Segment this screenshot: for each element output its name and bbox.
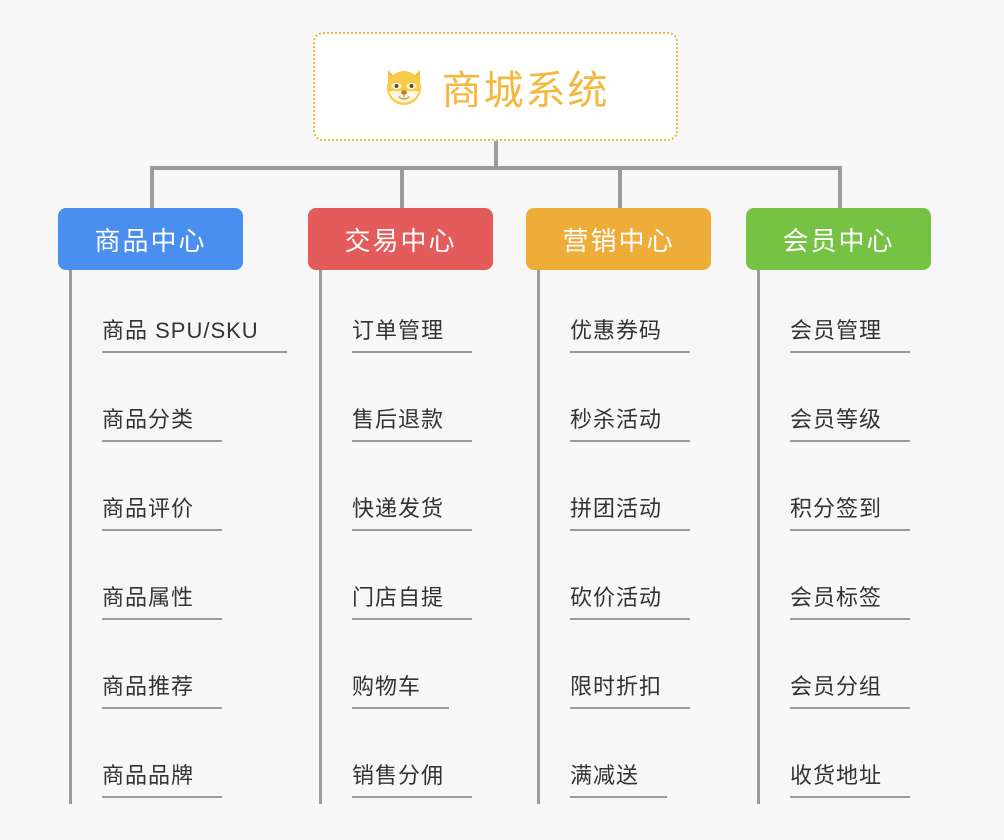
leaf-item[interactable]: 商品推荐: [72, 626, 278, 715]
column-trade-center: 交易中心 订单管理 售后退款 快递发货 门店自提 购物车 销售分佣: [308, 208, 528, 804]
leaf-item-label: 会员标签: [790, 585, 911, 620]
leaf-item-label: 秒杀活动: [570, 407, 691, 442]
category-label: 会员中心: [782, 225, 895, 256]
leaf-item[interactable]: 快递发货: [322, 448, 528, 537]
leaf-item[interactable]: 商品品牌: [72, 715, 278, 804]
leaf-list-product-center: 商品 SPU/SKU 商品分类 商品评价 商品属性 商品推荐 商品品牌: [69, 270, 287, 804]
leaf-item-label: 快递发货: [352, 496, 473, 531]
leaf-item[interactable]: 优惠券码: [540, 270, 746, 359]
connector-drop-3: [618, 166, 622, 208]
leaf-item-label: 商品推荐: [102, 674, 223, 709]
connector-drop-4: [838, 166, 842, 208]
leaf-item-label: 会员分组: [790, 674, 911, 709]
leaf-item[interactable]: 满减送: [540, 715, 746, 804]
leaf-list-trade-center: 订单管理 售后退款 快递发货 门店自提 购物车 销售分佣: [319, 270, 528, 804]
category-box-member-center[interactable]: 会员中心: [746, 208, 931, 270]
leaf-item-label: 会员等级: [790, 407, 911, 442]
category-label: 商品中心: [94, 225, 207, 256]
leaf-item[interactable]: 会员分组: [760, 626, 966, 715]
leaf-list-member-center: 会员管理 会员等级 积分签到 会员标签 会员分组 收货地址: [757, 270, 966, 804]
leaf-item-label: 满减送: [570, 763, 668, 798]
connector-root-stem: [494, 141, 498, 168]
leaf-item[interactable]: 售后退款: [322, 359, 528, 448]
leaf-item-label: 商品评价: [102, 496, 223, 531]
root-title: 商城系统: [441, 68, 610, 113]
leaf-item[interactable]: 商品评价: [72, 448, 278, 537]
column-product-center: 商品中心 商品 SPU/SKU 商品分类 商品评价 商品属性 商品推荐 商品品牌: [58, 208, 287, 804]
leaf-item-label: 砍价活动: [570, 585, 691, 620]
leaf-item-label: 购物车: [352, 674, 450, 709]
leaf-item[interactable]: 商品分类: [72, 359, 278, 448]
leaf-item-label: 会员管理: [790, 318, 911, 353]
leaf-item[interactable]: 砍价活动: [540, 537, 746, 626]
leaf-item-label: 商品分类: [102, 407, 223, 442]
leaf-item[interactable]: 门店自提: [322, 537, 528, 626]
leaf-item[interactable]: 销售分佣: [322, 715, 528, 804]
leaf-item-label: 限时折扣: [570, 674, 691, 709]
leaf-item[interactable]: 商品 SPU/SKU: [72, 270, 287, 359]
category-box-trade-center[interactable]: 交易中心: [308, 208, 493, 270]
connector-horizontal-bus: [150, 166, 842, 170]
category-box-product-center[interactable]: 商品中心: [58, 208, 243, 270]
leaf-item[interactable]: 秒杀活动: [540, 359, 746, 448]
connector-drop-1: [150, 166, 154, 208]
column-marketing-center: 营销中心 优惠券码 秒杀活动 拼团活动 砍价活动 限时折扣 满减送: [526, 208, 746, 804]
leaf-item[interactable]: 商品属性: [72, 537, 278, 626]
leaf-item[interactable]: 积分签到: [760, 448, 966, 537]
leaf-item-label: 订单管理: [352, 318, 473, 353]
leaf-item[interactable]: 收货地址: [760, 715, 966, 804]
leaf-item-label: 收货地址: [790, 763, 911, 798]
shiba-inu-icon: [382, 64, 428, 110]
category-label: 交易中心: [344, 225, 457, 256]
leaf-item-label: 优惠券码: [570, 318, 691, 353]
leaf-item-label: 商品品牌: [102, 763, 223, 798]
leaf-item[interactable]: 拼团活动: [540, 448, 746, 537]
connector-drop-2: [400, 166, 404, 208]
leaf-item-label: 销售分佣: [352, 763, 473, 798]
column-member-center: 会员中心 会员管理 会员等级 积分签到 会员标签 会员分组 收货地址: [746, 208, 966, 804]
leaf-item[interactable]: 会员等级: [760, 359, 966, 448]
leaf-item-label: 售后退款: [352, 407, 473, 442]
leaf-item[interactable]: 会员标签: [760, 537, 966, 626]
leaf-item[interactable]: 会员管理: [760, 270, 966, 359]
leaf-item-label: 门店自提: [352, 585, 473, 620]
leaf-item-label: 商品属性: [102, 585, 223, 620]
leaf-list-marketing-center: 优惠券码 秒杀活动 拼团活动 砍价活动 限时折扣 满减送: [537, 270, 746, 804]
leaf-item[interactable]: 购物车: [322, 626, 528, 715]
leaf-item-label: 商品 SPU/SKU: [102, 318, 287, 353]
leaf-item-label: 积分签到: [790, 496, 911, 531]
root-node[interactable]: 商城系统: [313, 32, 678, 141]
leaf-item[interactable]: 限时折扣: [540, 626, 746, 715]
category-box-marketing-center[interactable]: 营销中心: [526, 208, 711, 270]
leaf-item[interactable]: 订单管理: [322, 270, 528, 359]
leaf-item-label: 拼团活动: [570, 496, 691, 531]
category-label: 营销中心: [562, 225, 675, 256]
